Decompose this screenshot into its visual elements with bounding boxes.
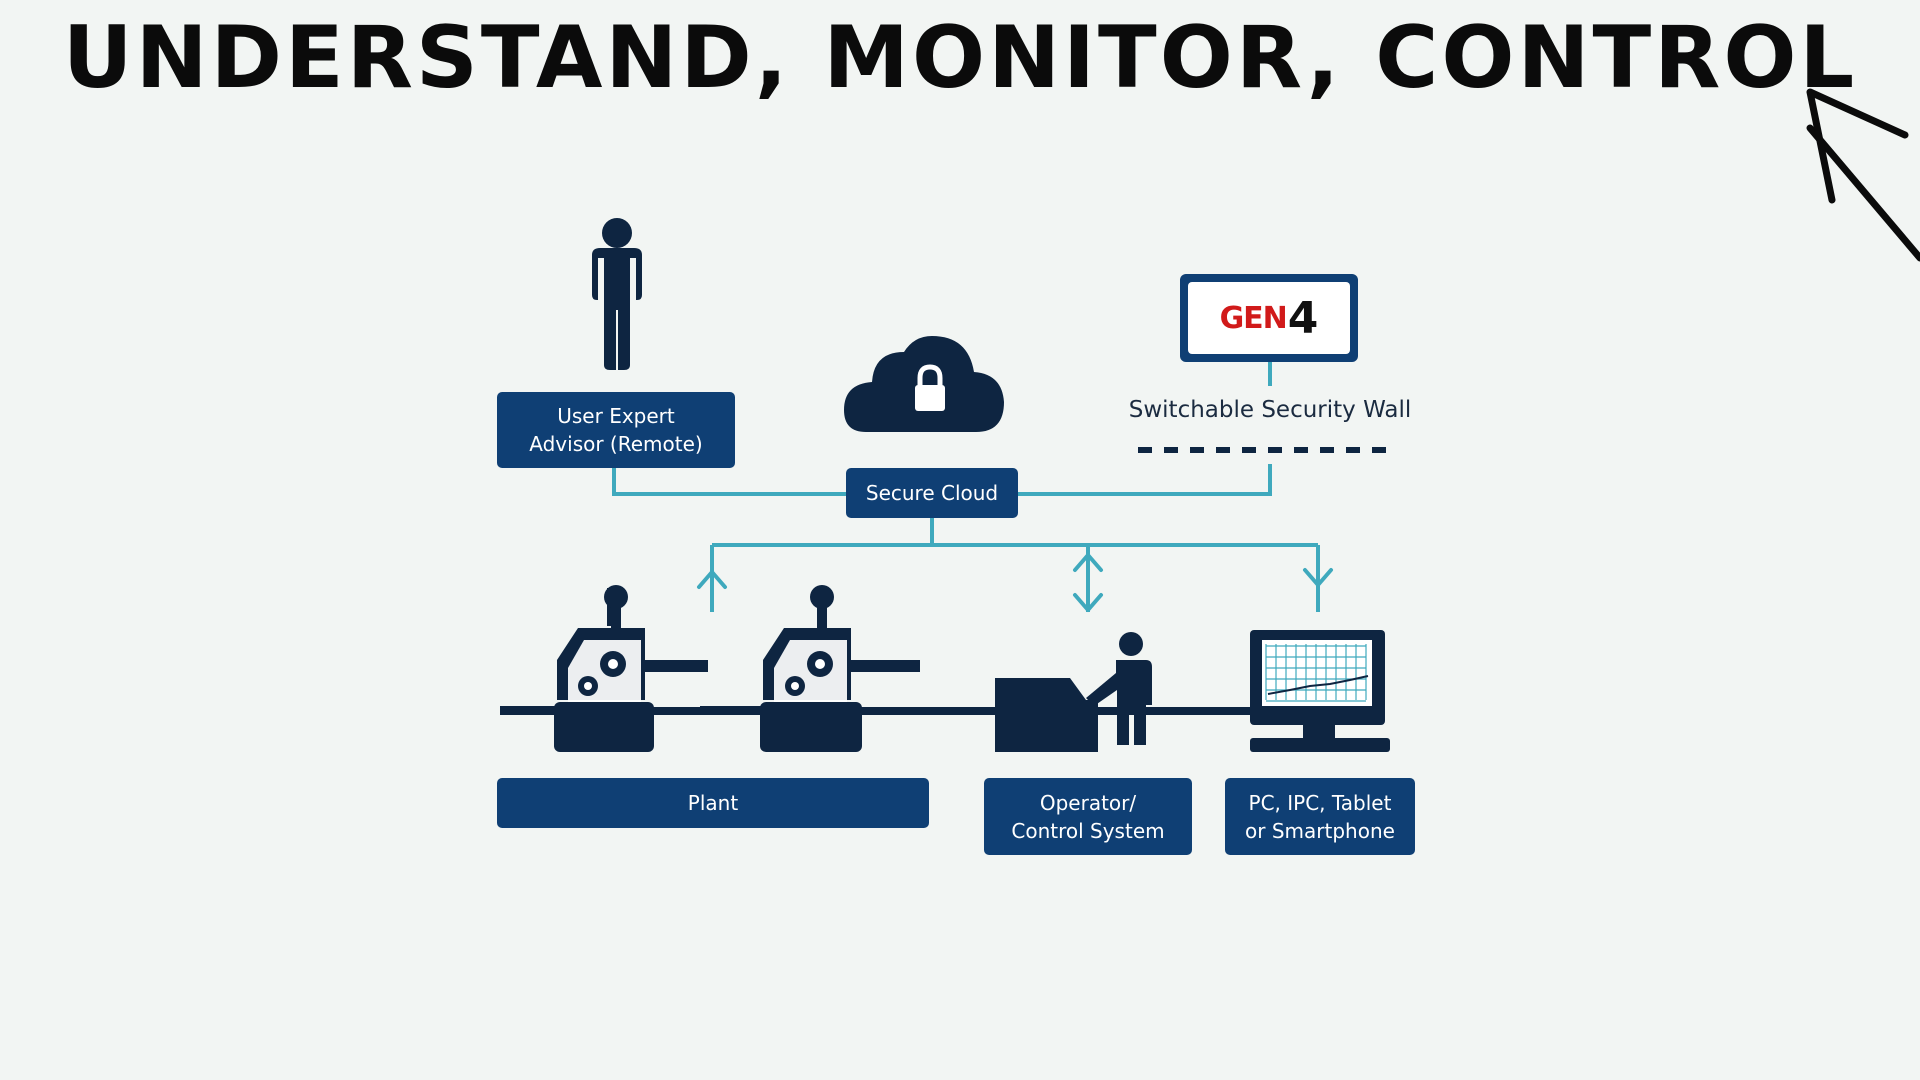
machine-icon: [500, 585, 708, 752]
person-icon: [592, 218, 642, 370]
operator-node: Operator/ Control System: [984, 778, 1192, 855]
machine-icon: [700, 585, 920, 752]
device-node: PC, IPC, Tablet or Smartphone: [1225, 778, 1415, 855]
arrow-icon: [1806, 88, 1920, 262]
computer-monitor-icon: [1250, 630, 1390, 752]
connector-cloud-to-wall: [1017, 464, 1272, 496]
arrow-down-icon: [1303, 568, 1333, 587]
logo-gen-text: GEN: [1219, 300, 1288, 336]
secure-cloud-node: Secure Cloud: [846, 468, 1018, 518]
headline: UNDERSTAND, MONITOR, CONTROL: [62, 8, 1858, 108]
monitor-trend-line: [1267, 675, 1369, 695]
logo-number-text: 4: [1287, 292, 1319, 344]
operator-icon: [995, 632, 1152, 752]
arrow-up-icon: [1073, 553, 1103, 572]
plant-node: Plant: [497, 778, 929, 828]
connector-user-to-cloud: [612, 468, 846, 496]
arrow-up-icon: [697, 570, 727, 589]
arrowheads: [697, 553, 1333, 612]
gen4-logo-inner: GEN 4: [1188, 282, 1350, 354]
arrow-down-icon: [1073, 593, 1103, 612]
user-expert-node: User Expert Advisor (Remote): [497, 392, 735, 468]
security-wall-caption: Switchable Security Wall: [1128, 397, 1412, 423]
gen4-logo: GEN 4: [1180, 274, 1358, 362]
cloud-lock-icon: [844, 336, 1004, 432]
